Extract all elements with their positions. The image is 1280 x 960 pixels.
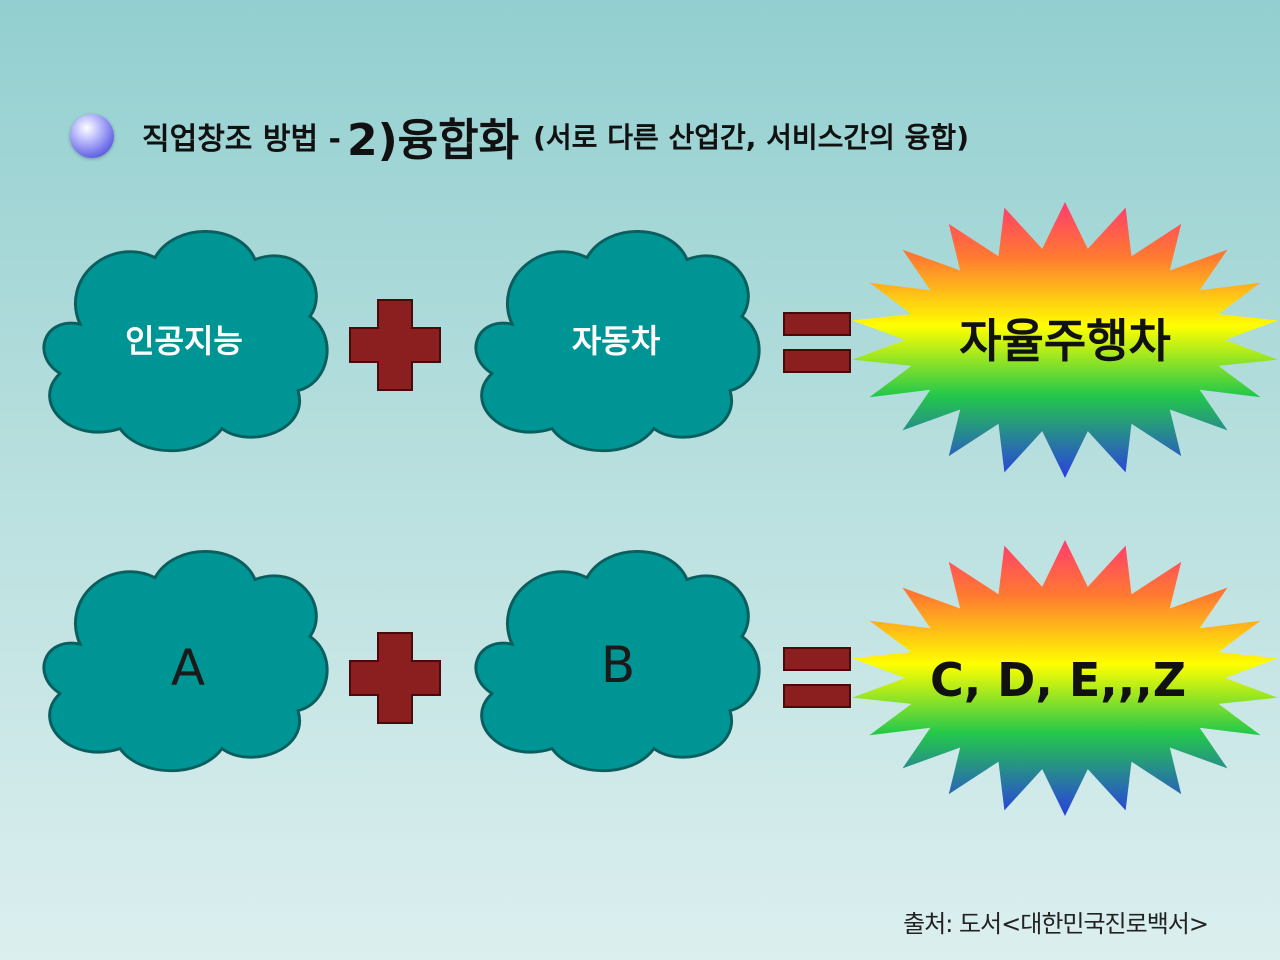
burst-2 <box>852 540 1278 816</box>
slide-title: 직업창조 방법 - 2)융합화 (서로 다른 산업간, 서비스간의 융합) <box>70 108 969 166</box>
title-highlight: 2)융합화 <box>346 115 520 166</box>
plus-icon <box>349 299 441 391</box>
row-2: A B C, D, E,,,Z <box>42 540 1278 816</box>
title-subtitle: (서로 다른 산업간, 서비스간의 융합) <box>533 121 969 154</box>
equals-icon <box>783 312 851 373</box>
burst-2-label: C, D, E,,,Z <box>930 653 1186 707</box>
cloud-right-1-label: 자동차 <box>572 322 661 360</box>
source-citation: 출처: 도서<대한민국진로백서> <box>903 910 1209 938</box>
row-1: 인공지능 자동차 자율주행차 <box>42 202 1278 478</box>
sphere-bullet-icon <box>70 114 114 158</box>
cloud-left-2-label: A <box>171 639 205 697</box>
equals-icon <box>783 647 851 708</box>
cloud-right-2-label: B <box>601 636 635 694</box>
title-prefix: 직업창조 방법 - <box>142 122 341 157</box>
cloud-left-1-label: 인공지능 <box>125 322 243 360</box>
burst-1-label: 자율주행차 <box>959 314 1171 368</box>
plus-icon <box>349 632 441 724</box>
burst-1 <box>852 202 1278 478</box>
